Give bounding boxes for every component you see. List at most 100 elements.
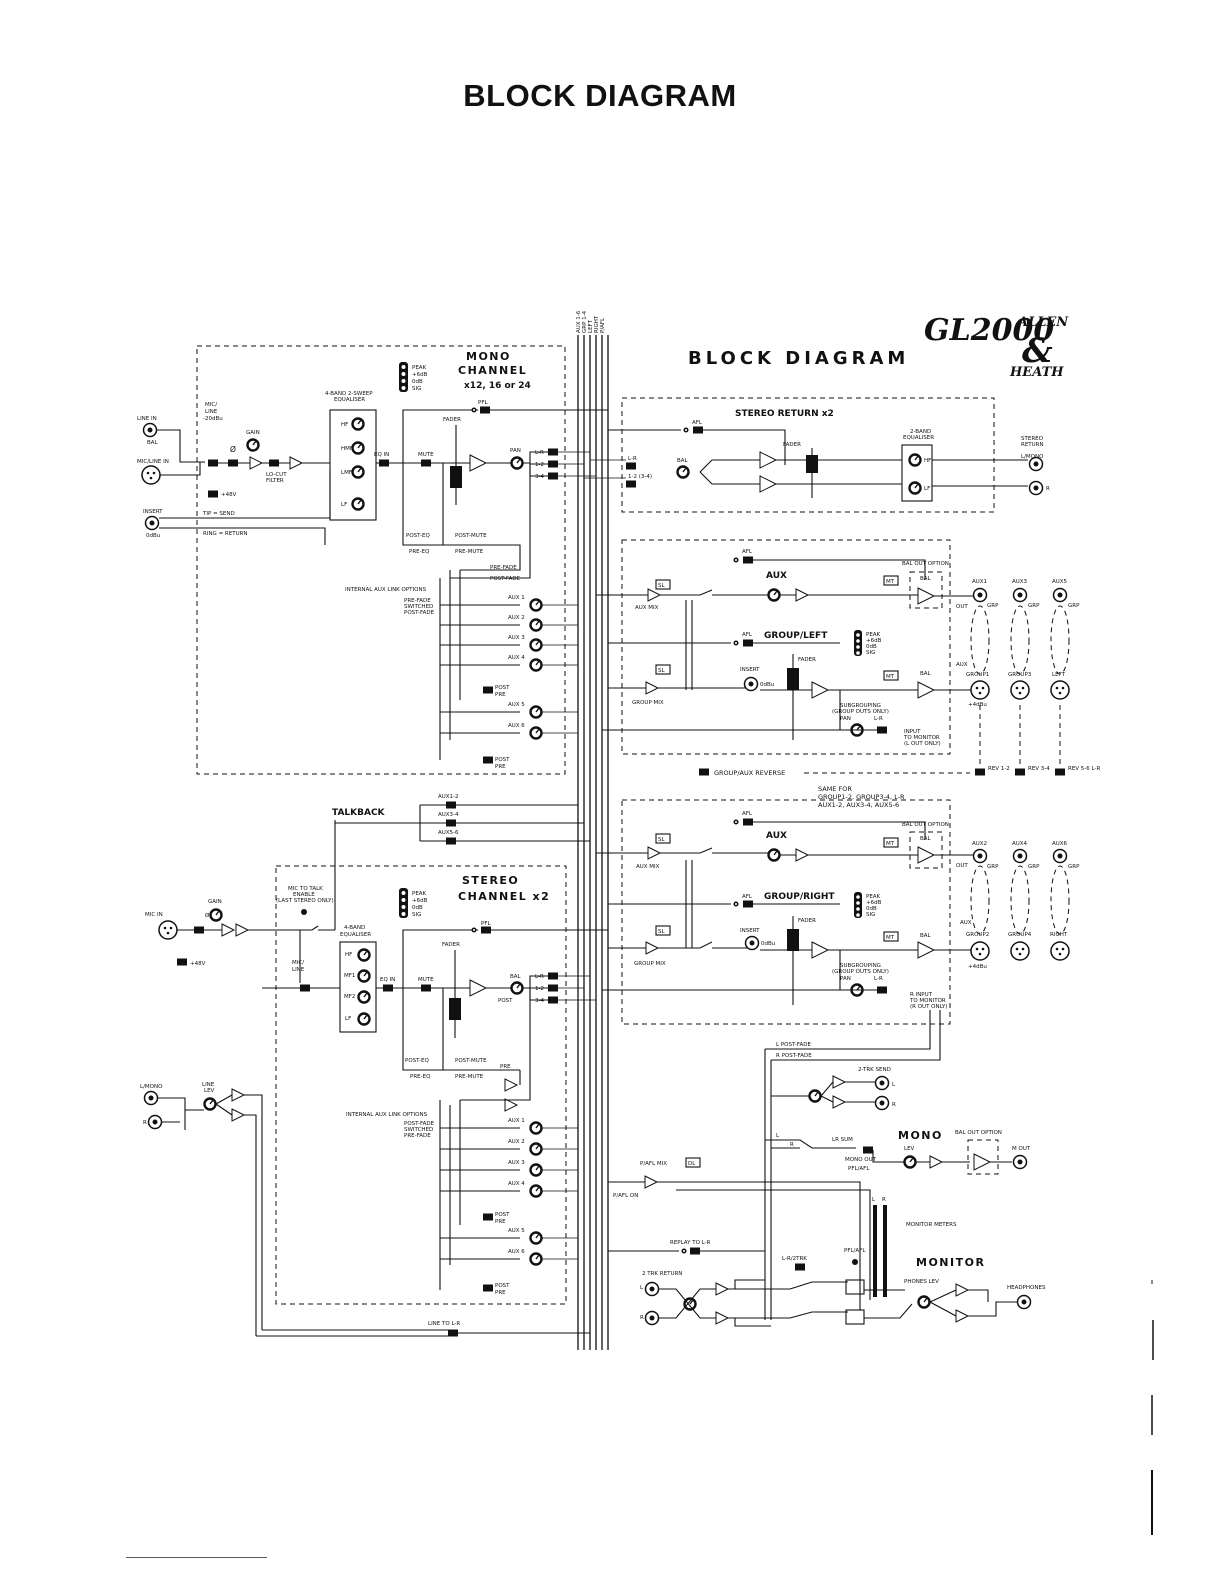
return-fader[interactable] <box>806 455 818 473</box>
mono-fader[interactable] <box>450 466 462 488</box>
talkback-mic-xlr[interactable] <box>158 920 178 940</box>
group-left-afl-switch[interactable] <box>743 639 753 647</box>
aux56-post-pre-switch[interactable] <box>483 756 493 764</box>
aux1-out-jack[interactable] <box>972 587 988 603</box>
rev56-switch[interactable] <box>1055 768 1065 776</box>
aux-left-master-knob[interactable] <box>767 588 781 602</box>
stereo-aux12-post-pre-switch[interactable] <box>483 1213 493 1221</box>
aux6-knob[interactable] <box>529 726 543 740</box>
eq-lmf-knob[interactable] <box>351 465 365 479</box>
pan-knob[interactable] <box>510 456 524 470</box>
return-afl-switch[interactable] <box>693 426 703 434</box>
mono-out-jack[interactable] <box>1012 1154 1028 1170</box>
eq-lf-knob[interactable] <box>351 497 365 511</box>
group3-xlr[interactable] <box>1010 680 1030 700</box>
phones-level-knob[interactable] <box>917 1295 931 1309</box>
stereo-pfl-switch[interactable] <box>481 926 491 934</box>
talkback-phantom-switch[interactable] <box>177 958 187 966</box>
aux2-knob[interactable] <box>529 618 543 632</box>
two-trk-return-l-jack[interactable] <box>644 1281 660 1297</box>
group-right-insert-jack[interactable] <box>744 935 760 951</box>
aux6-out-jack[interactable] <box>1052 848 1068 864</box>
stereo-aux56-post-pre-switch[interactable] <box>483 1284 493 1292</box>
route-lr-switch[interactable] <box>548 448 558 456</box>
stereo-route-34-switch[interactable] <box>548 996 558 1004</box>
line-level-knob[interactable] <box>203 1097 217 1111</box>
group4-xlr[interactable] <box>1010 941 1030 961</box>
group-left-insert-jack[interactable] <box>743 676 759 692</box>
two-trk-return-knob[interactable] <box>683 1297 697 1311</box>
stereo-eq-mf2-knob[interactable] <box>357 990 371 1004</box>
aux12-post-pre-switch[interactable] <box>483 686 493 694</box>
stereo-mic-line-switch[interactable] <box>300 984 310 992</box>
aux3-out-jack[interactable] <box>1012 587 1028 603</box>
eq-hmf-knob[interactable] <box>351 441 365 455</box>
aux5-knob[interactable] <box>529 705 543 719</box>
route-12-switch[interactable] <box>548 460 558 468</box>
stereo-aux3-knob[interactable] <box>529 1163 543 1177</box>
aux1-knob[interactable] <box>529 598 543 612</box>
gain-knob[interactable] <box>246 438 260 452</box>
return-hf-knob[interactable] <box>908 453 922 467</box>
replay-to-lr-switch[interactable] <box>690 1247 700 1255</box>
stereo-fader[interactable] <box>449 998 461 1020</box>
stereo-line-l-jack[interactable] <box>143 1090 159 1106</box>
mic-line-switch[interactable] <box>208 459 218 467</box>
talkback-gain-knob[interactable] <box>209 908 223 922</box>
talkback-aux56-switch[interactable] <box>446 837 456 845</box>
stereo-eq-hf-knob[interactable] <box>357 948 371 962</box>
two-trk-send-l-jack[interactable] <box>874 1075 890 1091</box>
group-aux-reverse-switch[interactable] <box>699 768 709 776</box>
talkback-aux12-switch[interactable] <box>446 801 456 809</box>
rev34-switch[interactable] <box>1015 768 1025 776</box>
group1-xlr[interactable] <box>970 680 990 700</box>
aux3-knob[interactable] <box>529 638 543 652</box>
aux-left-afl-switch[interactable] <box>743 556 753 564</box>
group-right-fader[interactable] <box>787 929 799 951</box>
stereo-bal-knob[interactable] <box>510 981 524 995</box>
aux-right-master-knob[interactable] <box>767 848 781 862</box>
group-right-afl-switch[interactable] <box>743 900 753 908</box>
route-34-switch[interactable] <box>548 472 558 480</box>
aux4-out-jack[interactable] <box>1012 848 1028 864</box>
aux2-out-jack[interactable] <box>972 848 988 864</box>
return-lf-knob[interactable] <box>908 481 922 495</box>
stereo-eq-mf1-knob[interactable] <box>357 969 371 983</box>
line-in-jack[interactable] <box>142 422 158 438</box>
eq-in-switch[interactable] <box>379 459 389 467</box>
stereo-aux5-knob[interactable] <box>529 1231 543 1245</box>
return-l-jack[interactable] <box>1028 456 1044 472</box>
aux5-out-jack[interactable] <box>1052 587 1068 603</box>
eq-hf-knob[interactable] <box>351 417 365 431</box>
mic-line-xlr[interactable] <box>141 465 161 485</box>
mic-to-talk-enable[interactable] <box>301 909 307 915</box>
aux4-knob[interactable] <box>529 658 543 672</box>
line-to-lr-switch[interactable] <box>448 1329 458 1337</box>
stereo-route-lr-switch[interactable] <box>548 972 558 980</box>
lr-2trk-switch[interactable] <box>795 1263 805 1271</box>
return-12-switch[interactable] <box>626 480 636 488</box>
return-bal-knob[interactable] <box>676 465 690 479</box>
phantom-switch[interactable] <box>208 490 218 498</box>
stereo-line-r-jack[interactable] <box>147 1114 163 1130</box>
rev12-switch[interactable] <box>975 768 985 776</box>
two-trk-return-r-jack[interactable] <box>644 1310 660 1326</box>
stereo-aux4-knob[interactable] <box>529 1184 543 1198</box>
stereo-aux6-knob[interactable] <box>529 1252 543 1266</box>
talkback-aux34-switch[interactable] <box>446 819 456 827</box>
mono-source-switch[interactable] <box>863 1146 873 1154</box>
stereo-route-12-switch[interactable] <box>548 984 558 992</box>
return-lr-switch[interactable] <box>626 462 636 470</box>
return-r-jack[interactable] <box>1028 480 1044 496</box>
two-trk-send-r-jack[interactable] <box>874 1095 890 1111</box>
headphones-jack[interactable] <box>1016 1294 1032 1310</box>
stereo-aux2-knob[interactable] <box>529 1142 543 1156</box>
group-left-fader[interactable] <box>787 668 799 690</box>
two-trk-send-knob[interactable] <box>808 1089 822 1103</box>
group2-xlr[interactable] <box>970 941 990 961</box>
insert-jack[interactable] <box>144 515 160 531</box>
left-xlr[interactable] <box>1050 680 1070 700</box>
right-xlr[interactable] <box>1050 941 1070 961</box>
mono-level-knob[interactable] <box>903 1155 917 1169</box>
pfl-switch[interactable] <box>480 406 490 414</box>
